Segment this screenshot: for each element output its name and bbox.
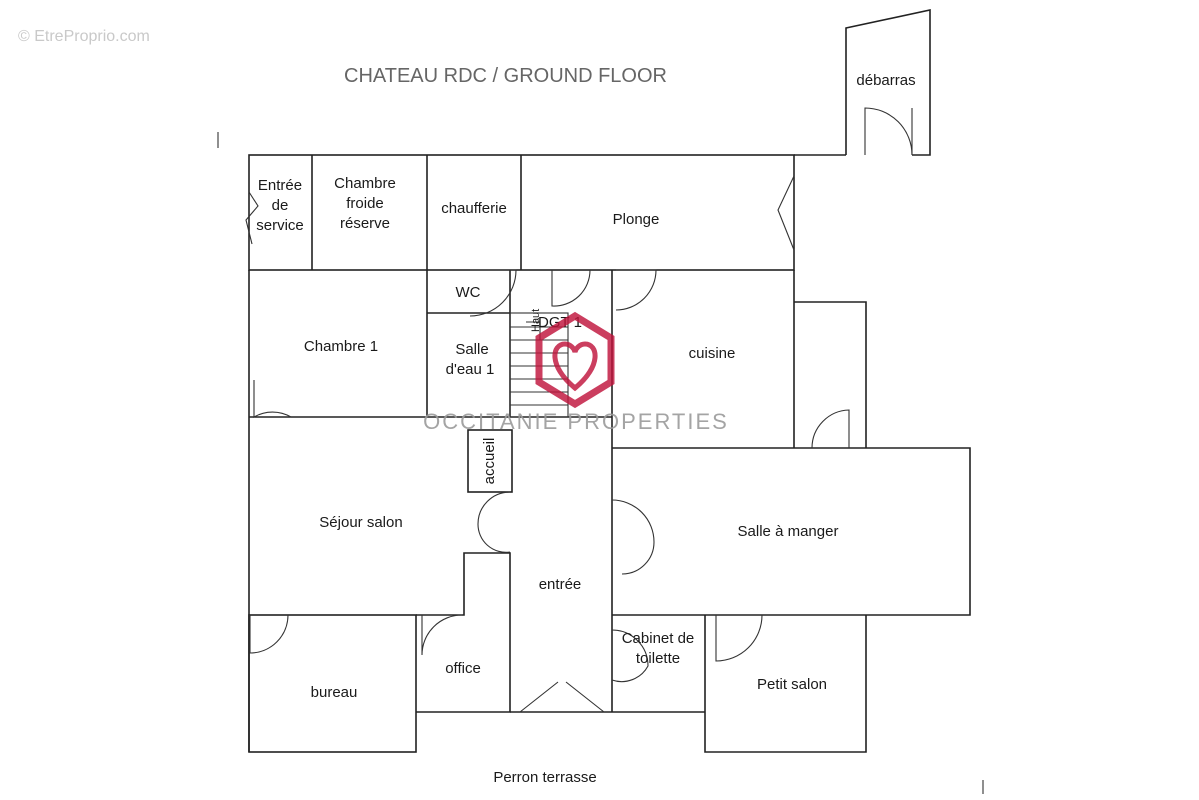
label-salle-eau-1: Salle	[455, 341, 488, 358]
label-cabinet-1: Cabinet de	[622, 630, 695, 647]
label-chambre-froide-1: Chambre	[334, 175, 396, 192]
label-accueil: accueil	[481, 438, 498, 485]
label-office: office	[445, 660, 481, 677]
label-cabinet-2: toilette	[636, 650, 680, 667]
label-plonge: Plonge	[613, 211, 660, 228]
label-sejour-salon: Séjour salon	[319, 514, 402, 531]
label-wc: WC	[456, 284, 481, 301]
label-entree-service-2: de	[272, 197, 289, 214]
label-haut: Haut	[530, 309, 542, 332]
brand-logo	[535, 311, 615, 409]
plan-title: CHATEAU RDC / GROUND FLOOR	[344, 65, 667, 87]
label-chambre-froide-3: réserve	[340, 215, 390, 232]
label-perron-terrasse: Perron terrasse	[493, 769, 596, 786]
label-bureau: bureau	[311, 684, 358, 701]
brand-watermark: OCCITANIE PROPERTIES	[423, 409, 729, 434]
label-debarras: débarras	[856, 72, 915, 89]
doors	[245, 107, 913, 713]
label-cuisine: cuisine	[689, 345, 736, 362]
label-salle-eau-2: d'eau 1	[446, 361, 495, 378]
walls	[248, 9, 971, 753]
label-entree-service-3: service	[256, 217, 304, 234]
label-salle-a-manger: Salle à manger	[738, 523, 839, 540]
label-entree: entrée	[539, 576, 582, 593]
label-chaufferie: chaufferie	[441, 200, 507, 217]
site-watermark: © EtreProprio.com	[18, 28, 150, 45]
label-chambre-froide-2: froide	[346, 195, 384, 212]
label-chambre-1: Chambre 1	[304, 338, 378, 355]
label-petit-salon: Petit salon	[757, 676, 827, 693]
label-entree-service-1: Entrée	[258, 177, 302, 194]
heart-icon	[535, 311, 615, 409]
